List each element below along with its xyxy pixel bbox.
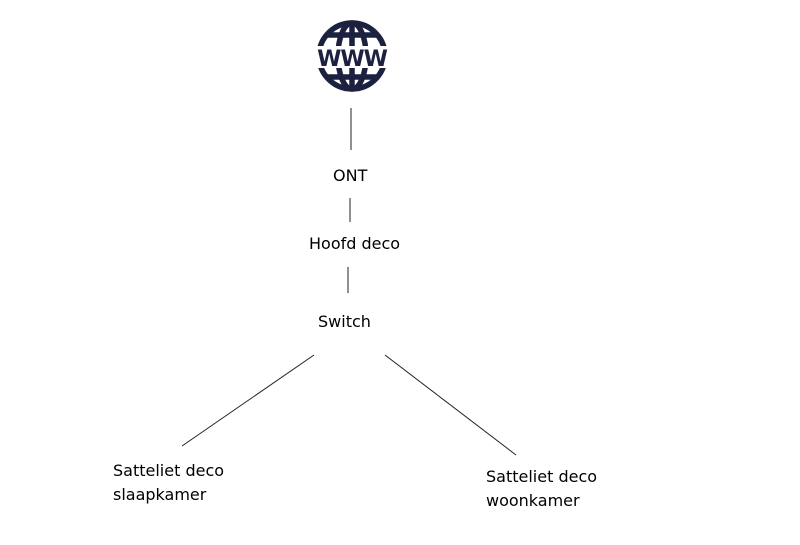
www-label: WWW [317,47,388,72]
node-switch: Switch [318,312,371,331]
node-satelliet-woonkamer: Satteliet deco woonkamer [486,465,597,513]
node-ont: ONT [333,166,368,185]
globe-www-icon: WWW [316,20,389,92]
node-satelliet-slaapkamer-line2: slaapkamer [113,485,207,504]
node-satelliet-woonkamer-line2: woonkamer [486,491,580,510]
edge-switch-satelliet-woonkamer [384,354,517,456]
node-satelliet-slaapkamer-line1: Satteliet deco [113,461,225,480]
edge-switch-satelliet-slaapkamer [181,354,315,447]
node-hoofd-deco: Hoofd deco [309,234,401,253]
node-satelliet-slaapkamer: Satteliet deco slaapkamer [113,459,224,507]
node-satelliet-woonkamer-line1: Satteliet deco [486,467,598,486]
